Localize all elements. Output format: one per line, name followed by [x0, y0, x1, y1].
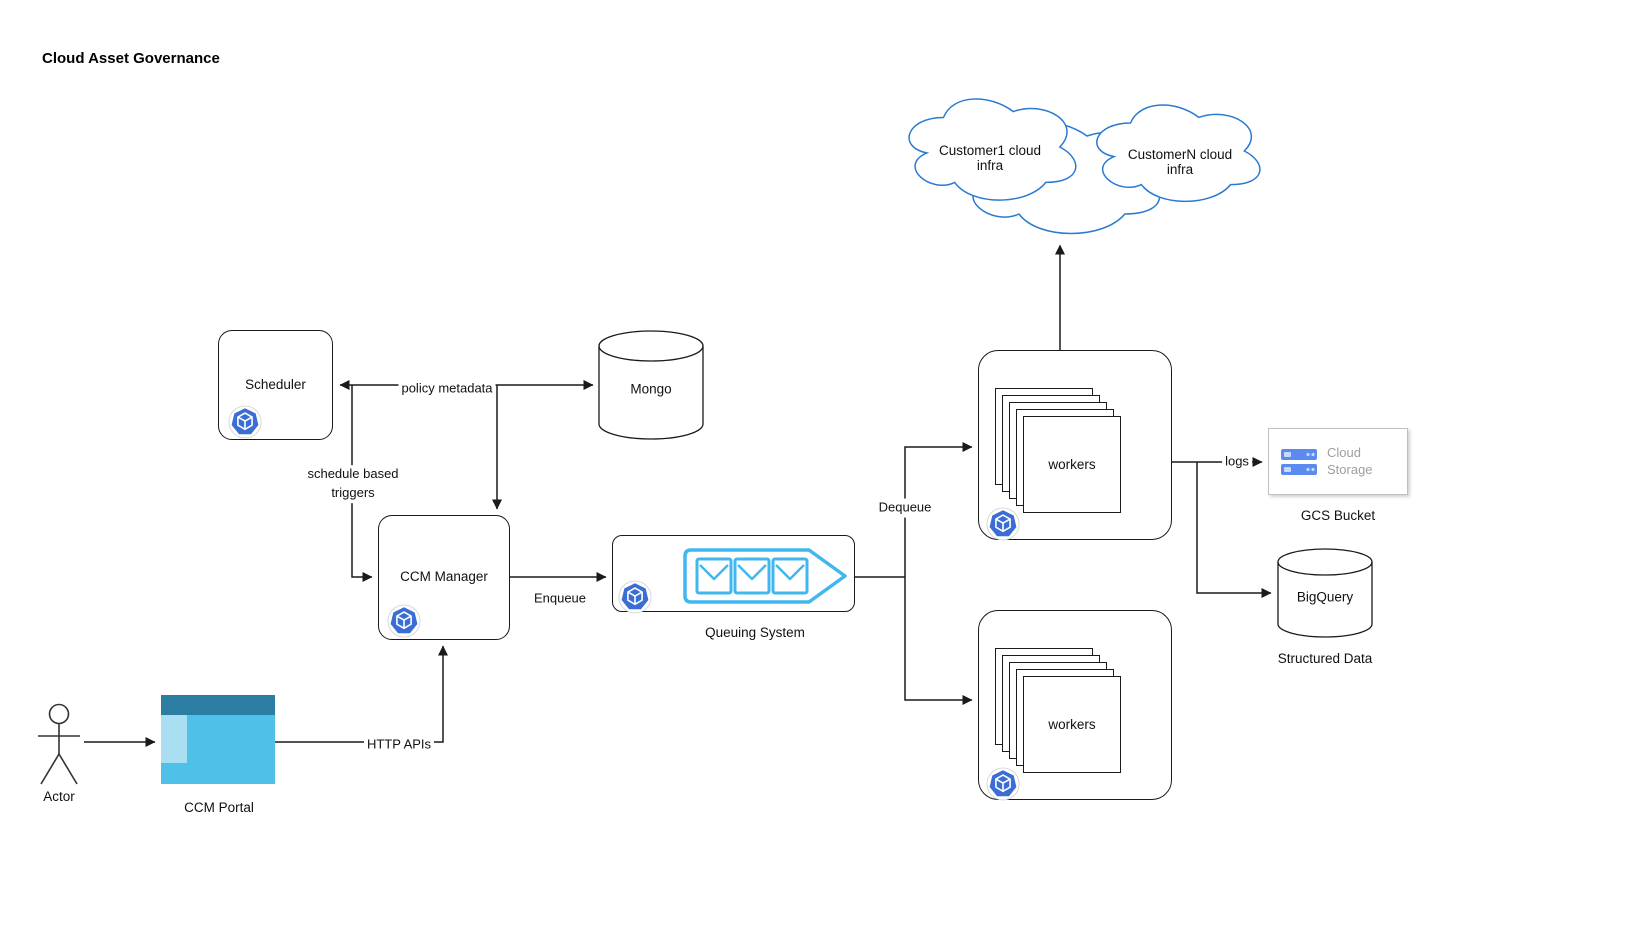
node-workers-top[interactable]: workers: [978, 350, 1172, 540]
hexagon-cube-icon: [986, 767, 1020, 801]
message-queue-icon: [683, 548, 847, 604]
queuing-system-label: Queuing System: [705, 625, 805, 640]
cloud-storage-icon: [1281, 448, 1317, 475]
workers-stack-front: workers: [1023, 676, 1121, 773]
bigquery-label: BigQuery: [1296, 589, 1354, 605]
workers-label: workers: [1048, 716, 1096, 732]
node-scheduler[interactable]: Scheduler: [218, 330, 333, 440]
portal-window-body: [187, 715, 275, 784]
edge-label-policy-metadata: policy metadata: [398, 379, 496, 399]
portal-window-footer: [161, 763, 187, 784]
cloud-storage-icon-text: Cloud Storage: [1327, 444, 1373, 477]
cloud-customerN[interactable]: [1096, 104, 1261, 203]
ccm-portal-label: CCM Portal: [184, 800, 254, 815]
customer1-cloud-label: Customer1 cloud infra: [938, 143, 1042, 173]
node-queuing-system[interactable]: [612, 535, 855, 612]
edge-dequeue-workers-top: [904, 442, 973, 577]
edge-label-http-apis: HTTP APIs: [363, 735, 435, 755]
node-workers-bottom[interactable]: workers: [978, 610, 1172, 800]
edge-label-schedule-triggers: schedule based triggers: [304, 465, 402, 503]
edge-label-dequeue: Dequeue: [875, 498, 935, 518]
ccm-manager-label: CCM Manager: [400, 569, 488, 585]
edge-portal-manager: [275, 645, 448, 743]
node-ccm-manager[interactable]: CCM Manager: [378, 515, 510, 640]
edge-label-enqueue: Enqueue: [530, 589, 590, 609]
hexagon-cube-icon: [986, 507, 1020, 541]
portal-window-sidebar: [161, 715, 187, 763]
workers-label: workers: [1048, 456, 1096, 472]
diagram-title: Cloud Asset Governance: [42, 50, 220, 67]
edge-workers-bigquery: [1196, 462, 1272, 598]
node-actor[interactable]: [28, 698, 92, 790]
mongo-cylinder: [598, 330, 704, 440]
cloud-customer1[interactable]: [908, 98, 1077, 201]
customerN-cloud-label: CustomerN cloud infra: [1127, 147, 1233, 177]
gcs-bucket-label: GCS Bucket: [1300, 508, 1376, 523]
portal-window-header: [161, 695, 275, 715]
structured-data-label: Structured Data: [1277, 651, 1373, 666]
hexagon-cube-icon: [618, 580, 652, 614]
hexagon-cube-icon: [387, 604, 421, 638]
workers-stack-front: workers: [1023, 416, 1121, 513]
actor-label: Actor: [43, 789, 75, 804]
edge-dequeue-workers-bottom: [904, 577, 973, 705]
node-mongo[interactable]: Mongo: [598, 330, 704, 440]
edge-scheduler-triggers: [351, 385, 373, 582]
hexagon-cube-icon: [228, 405, 262, 439]
actor-stick-figure: [38, 703, 80, 785]
node-bigquery[interactable]: BigQuery: [1277, 548, 1373, 638]
cloud-group[interactable]: [908, 98, 1261, 235]
mongo-label: Mongo: [630, 381, 672, 397]
bigquery-cylinder: [1277, 548, 1373, 638]
edge-label-logs: logs: [1222, 452, 1252, 472]
scheduler-label: Scheduler: [245, 376, 306, 392]
node-ccm-portal[interactable]: [161, 695, 275, 784]
node-gcs-bucket[interactable]: Cloud Storage: [1268, 428, 1408, 495]
